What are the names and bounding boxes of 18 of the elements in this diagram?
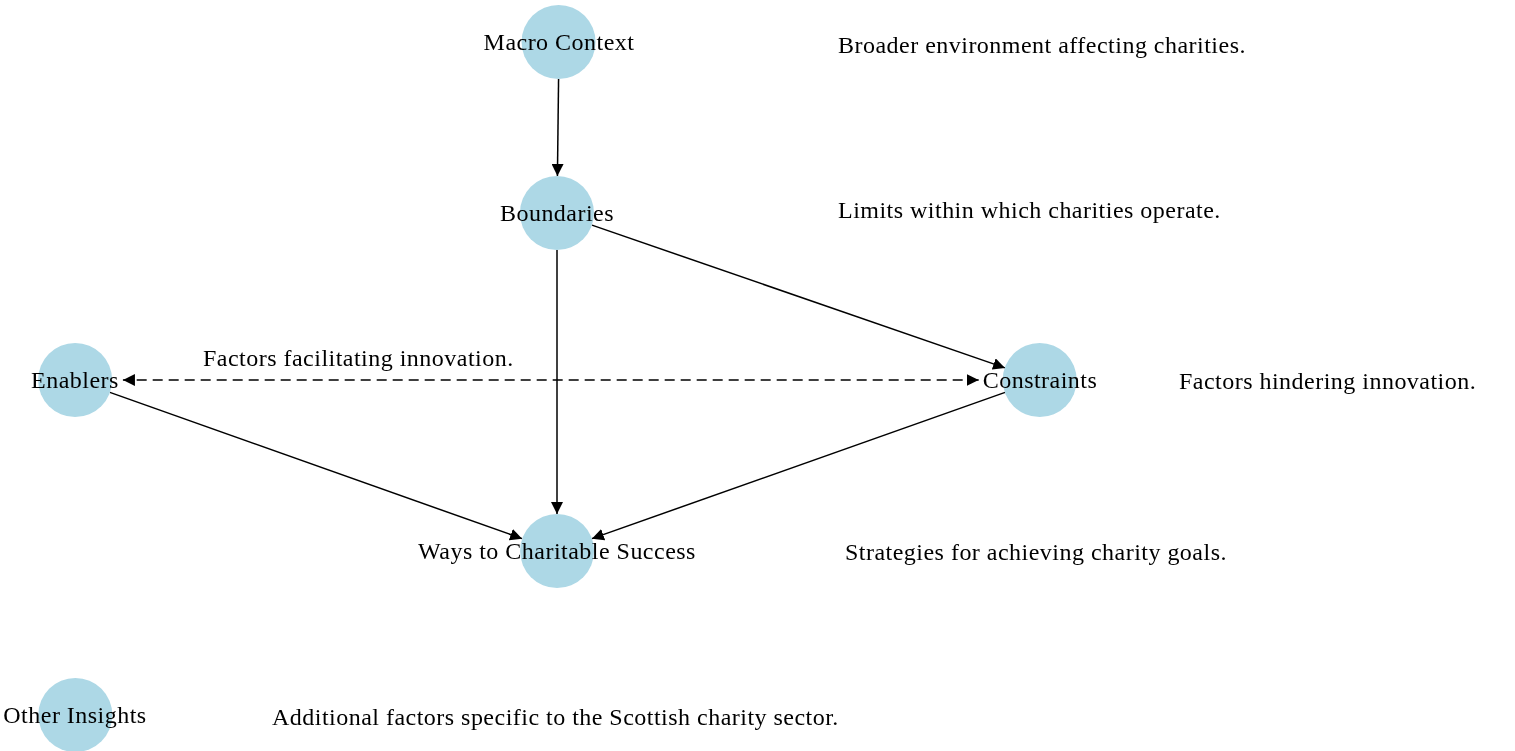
arrow (551, 249, 563, 515)
node-label: Boundaries (499, 201, 615, 225)
description-text: Strategies for achieving charity goals. (845, 540, 1227, 564)
description-text: Additional factors specific to the Scottish charity sector. (272, 705, 839, 729)
arrow (109, 391, 523, 541)
node-label: Macro Context (483, 30, 635, 54)
node-label: Enablers (31, 368, 119, 392)
description-text: Broader environment affecting charities. (838, 33, 1246, 57)
arrow (551, 78, 564, 177)
description-text: Factors facilitating innovation. (203, 346, 514, 370)
arrow (591, 224, 1006, 370)
node-label: Ways to Charitable Success (418, 539, 696, 563)
node-label: Constraints (982, 368, 1098, 392)
dashed-arrow (122, 374, 980, 386)
node-label: Other Insights (3, 703, 147, 727)
description-text: Limits within which charities operate. (838, 198, 1221, 222)
arrow (591, 391, 1006, 541)
description-text: Factors hindering innovation. (1179, 369, 1477, 393)
